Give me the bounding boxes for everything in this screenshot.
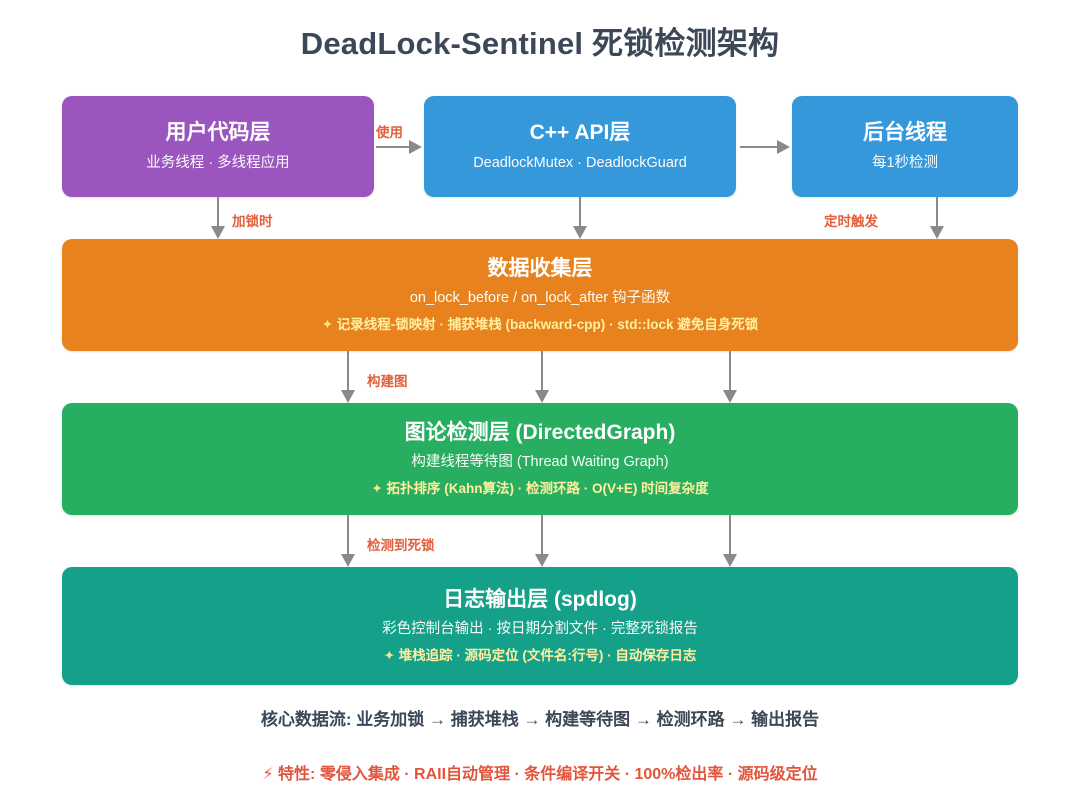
node-detail: ✦ 拓扑排序 (Kahn算法) · 检测环路 · O(V+E) 时间复杂度 (371, 480, 708, 498)
node-subtitle: 每1秒检测 (871, 154, 939, 171)
footer-core-data-flow: 核心数据流: 业务加锁 → 捕获堆栈 → 构建等待图 → 检测环路 → 输出报告 (260, 710, 820, 729)
node-subtitle: on_lock_before / on_lock_after 钩子函数 (409, 290, 671, 307)
sparkle-icon: ✦ (383, 648, 395, 664)
node-title: 用户代码层 (165, 121, 271, 145)
node-user-code-layer[interactable]: 用户代码层 业务线程 · 多线程应用 (62, 96, 374, 197)
footer-features: ⚡ 特性: 零侵入集成 · RAII自动管理 · 条件编译开关 · 100%检出… (0, 760, 1080, 784)
arrow-collect-to-graph-left (341, 351, 355, 403)
footer-features-text: 特性: 零侵入集成 · RAII自动管理 · 条件编译开关 · 100%检出率 … (278, 766, 818, 783)
node-title: 后台线程 (863, 121, 947, 145)
arrow-user-to-collect (211, 197, 225, 239)
node-title: 日志输出层 (spdlog) (443, 588, 637, 612)
node-detail-text: 堆栈追踪 · 源码定位 (文件名:行号) · 自动保存日志 (398, 648, 697, 664)
page-title: DeadLock-Sentinel 死锁检测架构 (300, 26, 780, 61)
arrow-collect-to-graph-mid (535, 351, 549, 403)
node-cpp-api-layer[interactable]: C++ API层 DeadlockMutex · DeadlockGuard (424, 96, 736, 197)
arrow-graph-to-log-mid (535, 515, 549, 567)
arrow-background-to-collect (930, 197, 944, 239)
node-detail: ✦ 堆栈追踪 · 源码定位 (文件名:行号) · 自动保存日志 (384, 647, 697, 665)
node-subtitle: DeadlockMutex · DeadlockGuard (473, 154, 687, 171)
node-detail: ✦ 记录线程-锁映射 · 捕获堆栈 (backward-cpp) · std::… (322, 316, 759, 334)
arrow-graph-to-log-left (341, 515, 355, 567)
arrow-label-on-lock: 加锁时 (232, 214, 273, 229)
arrow-label-use: 使用 (376, 125, 403, 140)
arrow-api-to-collect (573, 197, 587, 239)
arrow-label-build-graph: 构建图 (367, 374, 408, 389)
node-subtitle: 彩色控制台输出 · 按日期分割文件 · 完整死锁报告 (382, 621, 698, 638)
node-title: C++ API层 (529, 121, 631, 145)
node-title: 数据收集层 (487, 257, 593, 281)
node-graph-detection-layer[interactable]: 图论检测层 (DirectedGraph) 构建线程等待图 (Thread Wa… (62, 403, 1018, 515)
arrow-collect-to-graph-right (723, 351, 737, 403)
arrow-api-to-background (740, 140, 790, 154)
arrow-graph-to-log-right (723, 515, 737, 567)
node-background-thread[interactable]: 后台线程 每1秒检测 (792, 96, 1018, 197)
arrow-label-deadlock-detected: 检测到死锁 (367, 538, 435, 553)
node-log-output-layer[interactable]: 日志输出层 (spdlog) 彩色控制台输出 · 按日期分割文件 · 完整死锁报… (62, 567, 1018, 685)
node-detail-text: 拓扑排序 (Kahn算法) · 检测环路 · O(V+E) 时间复杂度 (386, 481, 709, 497)
arrow-user-to-api (376, 140, 422, 154)
node-data-collection-layer[interactable]: 数据收集层 on_lock_before / on_lock_after 钩子函… (62, 239, 1018, 351)
node-detail-text: 记录线程-锁映射 · 捕获堆栈 (backward-cpp) · std::lo… (336, 317, 759, 333)
sparkle-icon: ✦ (321, 317, 334, 333)
node-title: 图论检测层 (DirectedGraph) (404, 421, 676, 445)
node-subtitle: 构建线程等待图 (Thread Waiting Graph) (411, 454, 669, 471)
node-subtitle: 业务线程 · 多线程应用 (146, 154, 290, 171)
bolt-icon: ⚡ (262, 766, 274, 783)
arrow-label-timer-trigger: 定时触发 (824, 214, 878, 229)
sparkle-icon: ✦ (371, 481, 383, 497)
